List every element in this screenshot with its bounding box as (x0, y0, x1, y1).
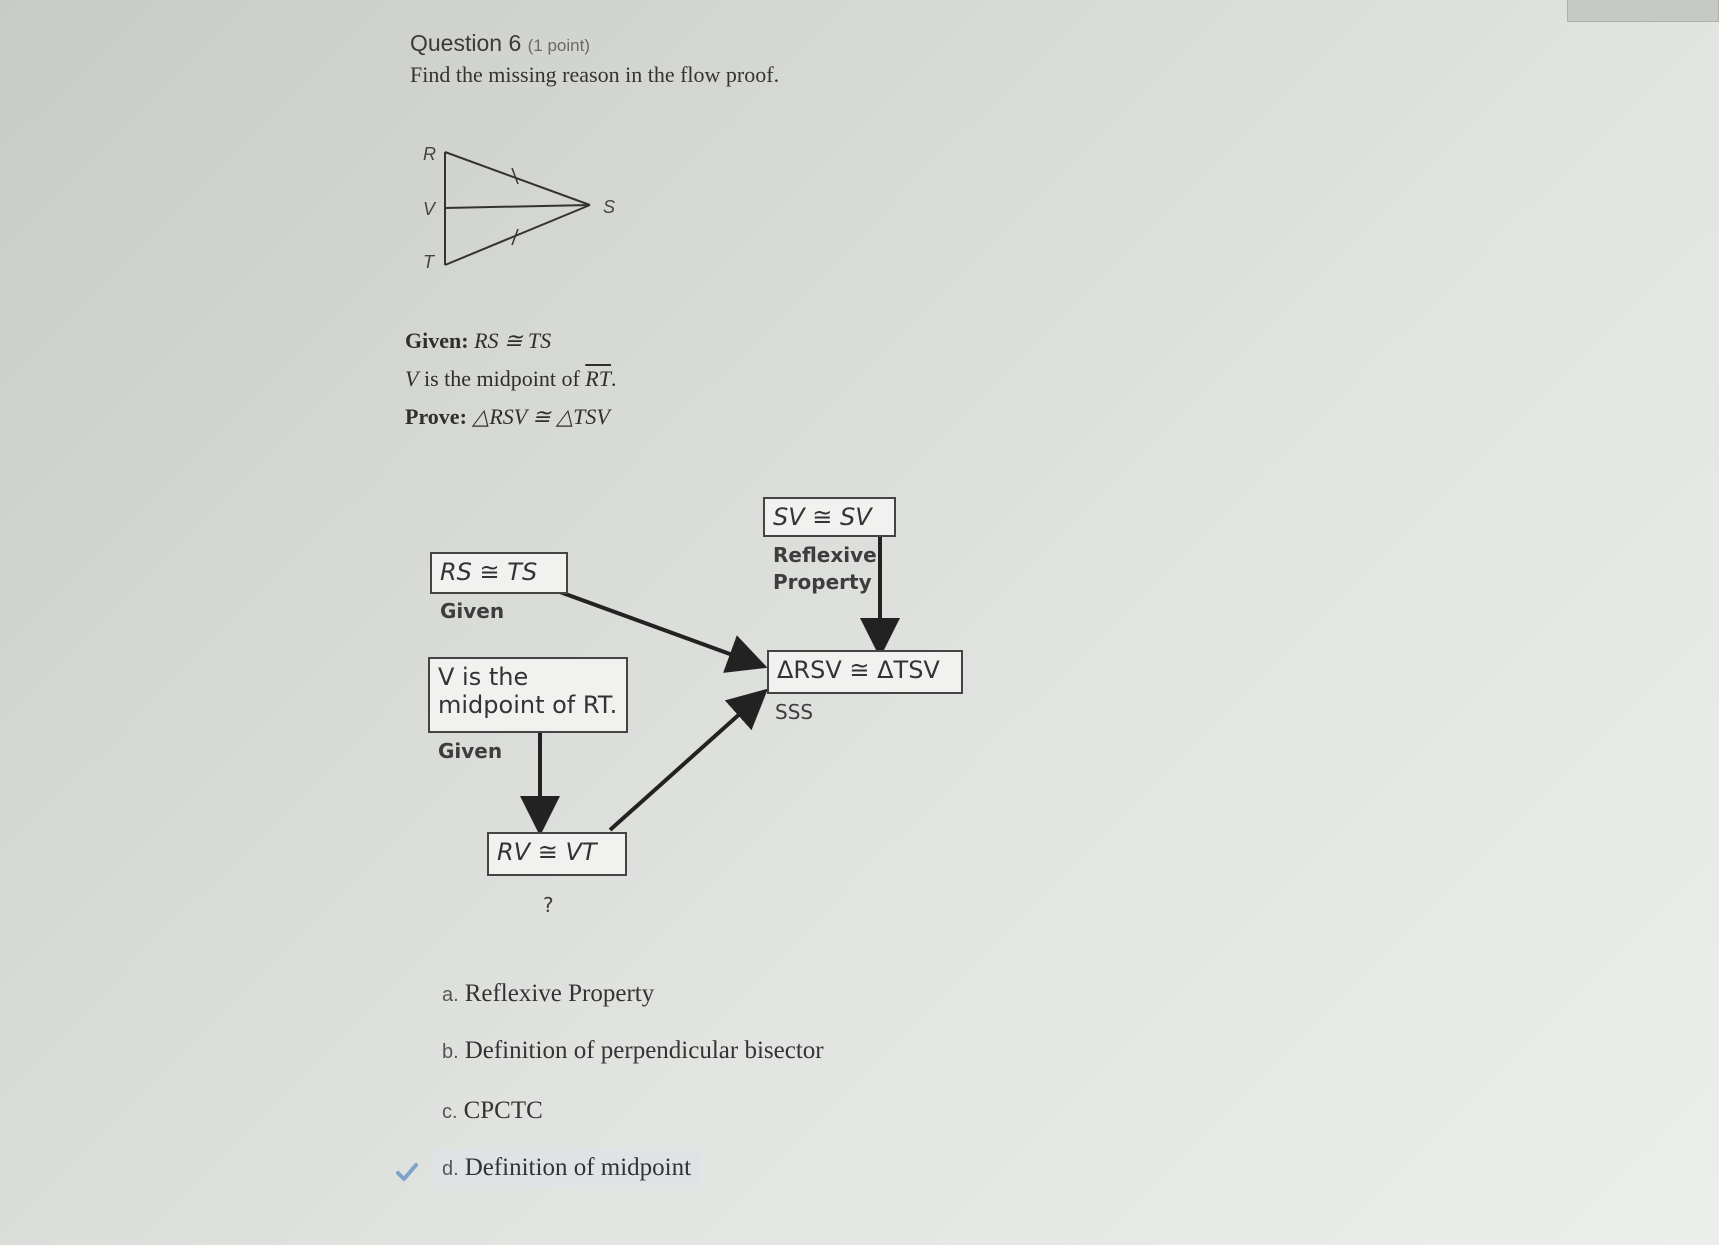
choice-a[interactable]: a.Reflexive Property (442, 980, 654, 1008)
box-rs: RS ≅ TS (430, 552, 568, 594)
box-rv: RV ≅ VT (487, 832, 627, 876)
choice-c[interactable]: c.CPCTC (442, 1097, 543, 1125)
label-v: V (423, 199, 437, 219)
choice-c-letter: c. (442, 1101, 458, 1123)
arrow-rv-to-conclusion (608, 688, 768, 832)
reason-sv-line2: Property (773, 570, 872, 594)
midpoint-text: is the midpoint of (418, 366, 586, 391)
question-number: Question 6 (410, 30, 522, 56)
box-conclusion: ΔRSV ≅ ΔTSV (767, 650, 963, 694)
checkmark-icon (396, 1163, 418, 1181)
prove-line: Prove: △RSV ≅ △TSV (405, 404, 610, 430)
given-line: Given: RS ≅ TS (405, 328, 551, 354)
reason-v: Given (438, 739, 503, 763)
triangle-figure: R V S T (423, 144, 615, 272)
question-points: (1 point) (527, 36, 591, 55)
reason-rs: Given (440, 599, 505, 623)
question-title: Question 6 (1 point) (410, 30, 590, 57)
box-v-midpoint: V is the midpoint of RT. (428, 657, 628, 733)
choice-c-text: CPCTC (463, 1097, 543, 1124)
given-label: Given: (405, 328, 469, 353)
reason-rv-missing: ? (543, 893, 554, 917)
label-s: S (603, 197, 615, 217)
choice-b[interactable]: b.Definition of perpendicular bisector (442, 1037, 824, 1065)
choice-a-text: Reflexive Property (464, 980, 655, 1007)
arrow-rs-to-conclusion (559, 590, 768, 673)
choice-d[interactable]: d.Definition of midpoint (434, 1150, 702, 1186)
prove-label: Prove: (405, 404, 467, 429)
choice-b-letter: b. (442, 1041, 459, 1063)
box-v-line1: V is the (438, 663, 529, 691)
box-sv: SV ≅ SV (763, 497, 896, 537)
box-v-line2: midpoint of RT. (438, 691, 618, 719)
choice-a-letter: a. (442, 984, 459, 1006)
reason-sv-line1: Reflexive (773, 543, 877, 567)
question-prompt: Find the missing reason in the flow proo… (410, 62, 780, 87)
choice-d-letter: d. (442, 1158, 459, 1180)
choice-d-text: Definition of midpoint (464, 1154, 692, 1181)
prove-statement: △RSV ≅ △TSV (472, 404, 610, 429)
reason-conclusion: SSS (775, 700, 814, 724)
given-statement: RS ≅ TS (474, 328, 552, 353)
midpoint-v: V (405, 366, 419, 391)
choice-b-text: Definition of perpendicular bisector (464, 1037, 824, 1064)
label-r: R (423, 144, 436, 164)
midpoint-segment: RT (585, 366, 611, 391)
label-t: T (423, 252, 436, 272)
midpoint-line: V is the midpoint of RT. (405, 366, 617, 391)
return-button[interactable] (1567, 0, 1719, 22)
